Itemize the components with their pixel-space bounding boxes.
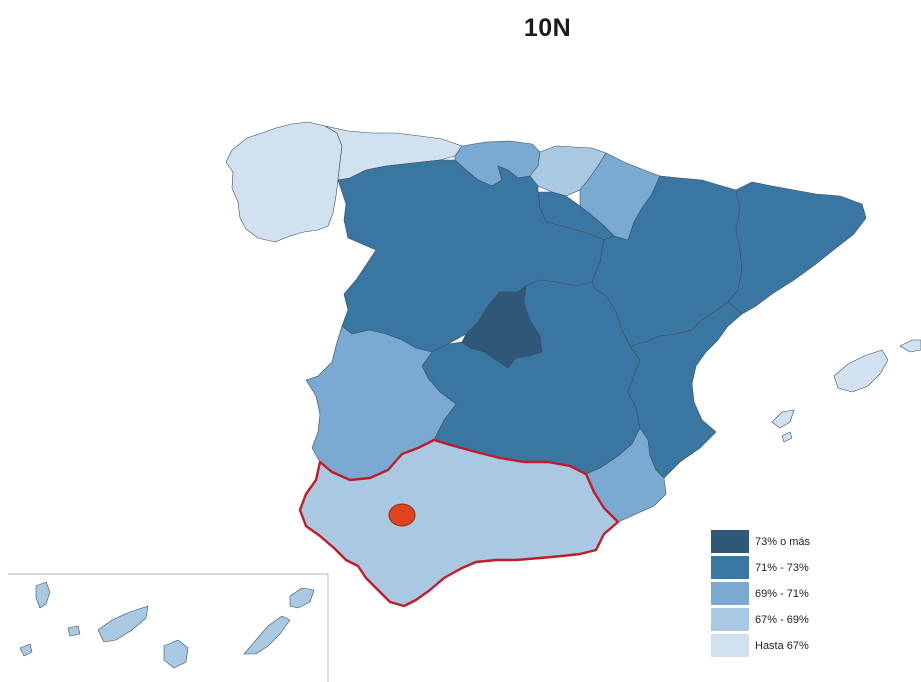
- selected-region-marker[interactable]: [388, 503, 416, 527]
- region-canarias-tenerife[interactable]: [97, 605, 149, 643]
- region-cataluna[interactable]: [727, 181, 867, 315]
- legend-label: 71% - 73%: [755, 561, 809, 574]
- map-legend: 73% o más 71% - 73% 69% - 71% 67% - 69% …: [711, 529, 810, 659]
- legend-item: 67% - 69%: [711, 607, 810, 632]
- map-title: 10N: [523, 14, 572, 42]
- legend-item: 71% - 73%: [711, 555, 810, 580]
- region-baleares-ibiza[interactable]: [771, 409, 795, 429]
- region-canarias-el-hierro[interactable]: [19, 643, 33, 657]
- legend-label: 73% o más: [755, 535, 811, 548]
- region-galicia[interactable]: [225, 121, 343, 243]
- region-andalucia[interactable]: [298, 438, 620, 608]
- canarias-inset-frame: [8, 573, 329, 682]
- legend-item: 69% - 71%: [711, 581, 810, 606]
- region-canarias-la-gomera[interactable]: [67, 625, 81, 637]
- region-comunidad-valenciana[interactable]: [627, 301, 743, 479]
- region-baleares-mallorca[interactable]: [833, 349, 889, 393]
- legend-label: 67% - 69%: [755, 613, 809, 626]
- region-canarias-fuerteventura[interactable]: [243, 615, 291, 655]
- legend-item: Hasta 67%: [711, 633, 810, 658]
- region-canarias-lanzarote[interactable]: [289, 587, 315, 609]
- legend-item: 73% o más: [711, 529, 810, 554]
- legend-swatch: [711, 582, 749, 605]
- region-canarias-la-palma[interactable]: [35, 581, 51, 609]
- legend-swatch: [711, 530, 749, 553]
- region-baleares-menorca[interactable]: [899, 339, 921, 353]
- legend-swatch: [711, 634, 749, 657]
- legend-swatch: [711, 608, 749, 631]
- legend-label: 69% - 71%: [755, 587, 809, 600]
- legend-swatch: [711, 556, 749, 579]
- region-canarias-gran-canaria[interactable]: [163, 639, 189, 669]
- legend-label: Hasta 67%: [755, 639, 809, 652]
- region-baleares-formentera[interactable]: [781, 431, 793, 443]
